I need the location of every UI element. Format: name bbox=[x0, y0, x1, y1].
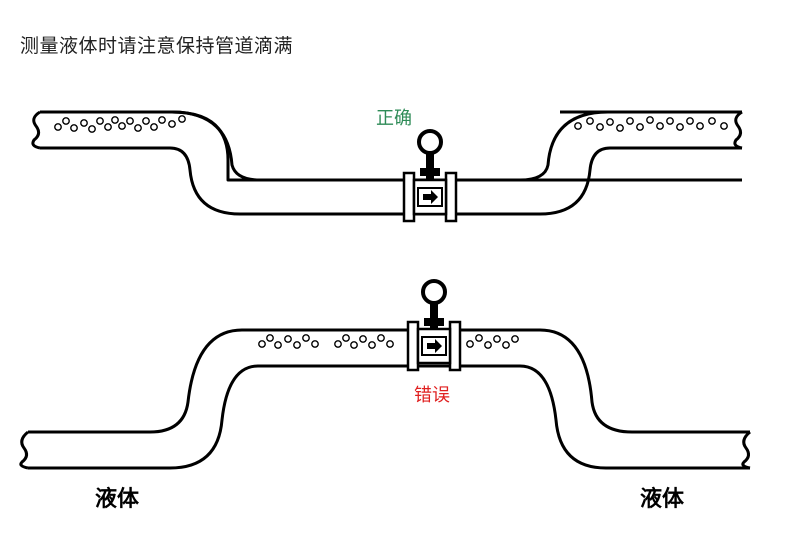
flow-arrow-icon bbox=[427, 339, 442, 353]
flow-arrow-icon bbox=[423, 190, 438, 204]
wrong-label: 错误 bbox=[414, 385, 450, 406]
liquid-label-left: 液体 bbox=[95, 486, 140, 512]
bubbles-bottom-right bbox=[466, 334, 519, 349]
correct-pipe bbox=[31, 110, 743, 216]
wrong-flow-meter bbox=[406, 279, 462, 372]
bubbles-bottom-left bbox=[258, 334, 394, 349]
liquid-label-right: 液体 bbox=[640, 486, 685, 512]
bubbles-top-left bbox=[54, 115, 186, 133]
bubbles-top-right bbox=[574, 116, 728, 132]
wrong-pipe bbox=[19, 328, 751, 470]
correct-flow-meter bbox=[402, 129, 458, 223]
page-title: 测量液体时请注意保持管道滴满 bbox=[20, 35, 294, 57]
correct-label: 正确 bbox=[376, 108, 412, 129]
